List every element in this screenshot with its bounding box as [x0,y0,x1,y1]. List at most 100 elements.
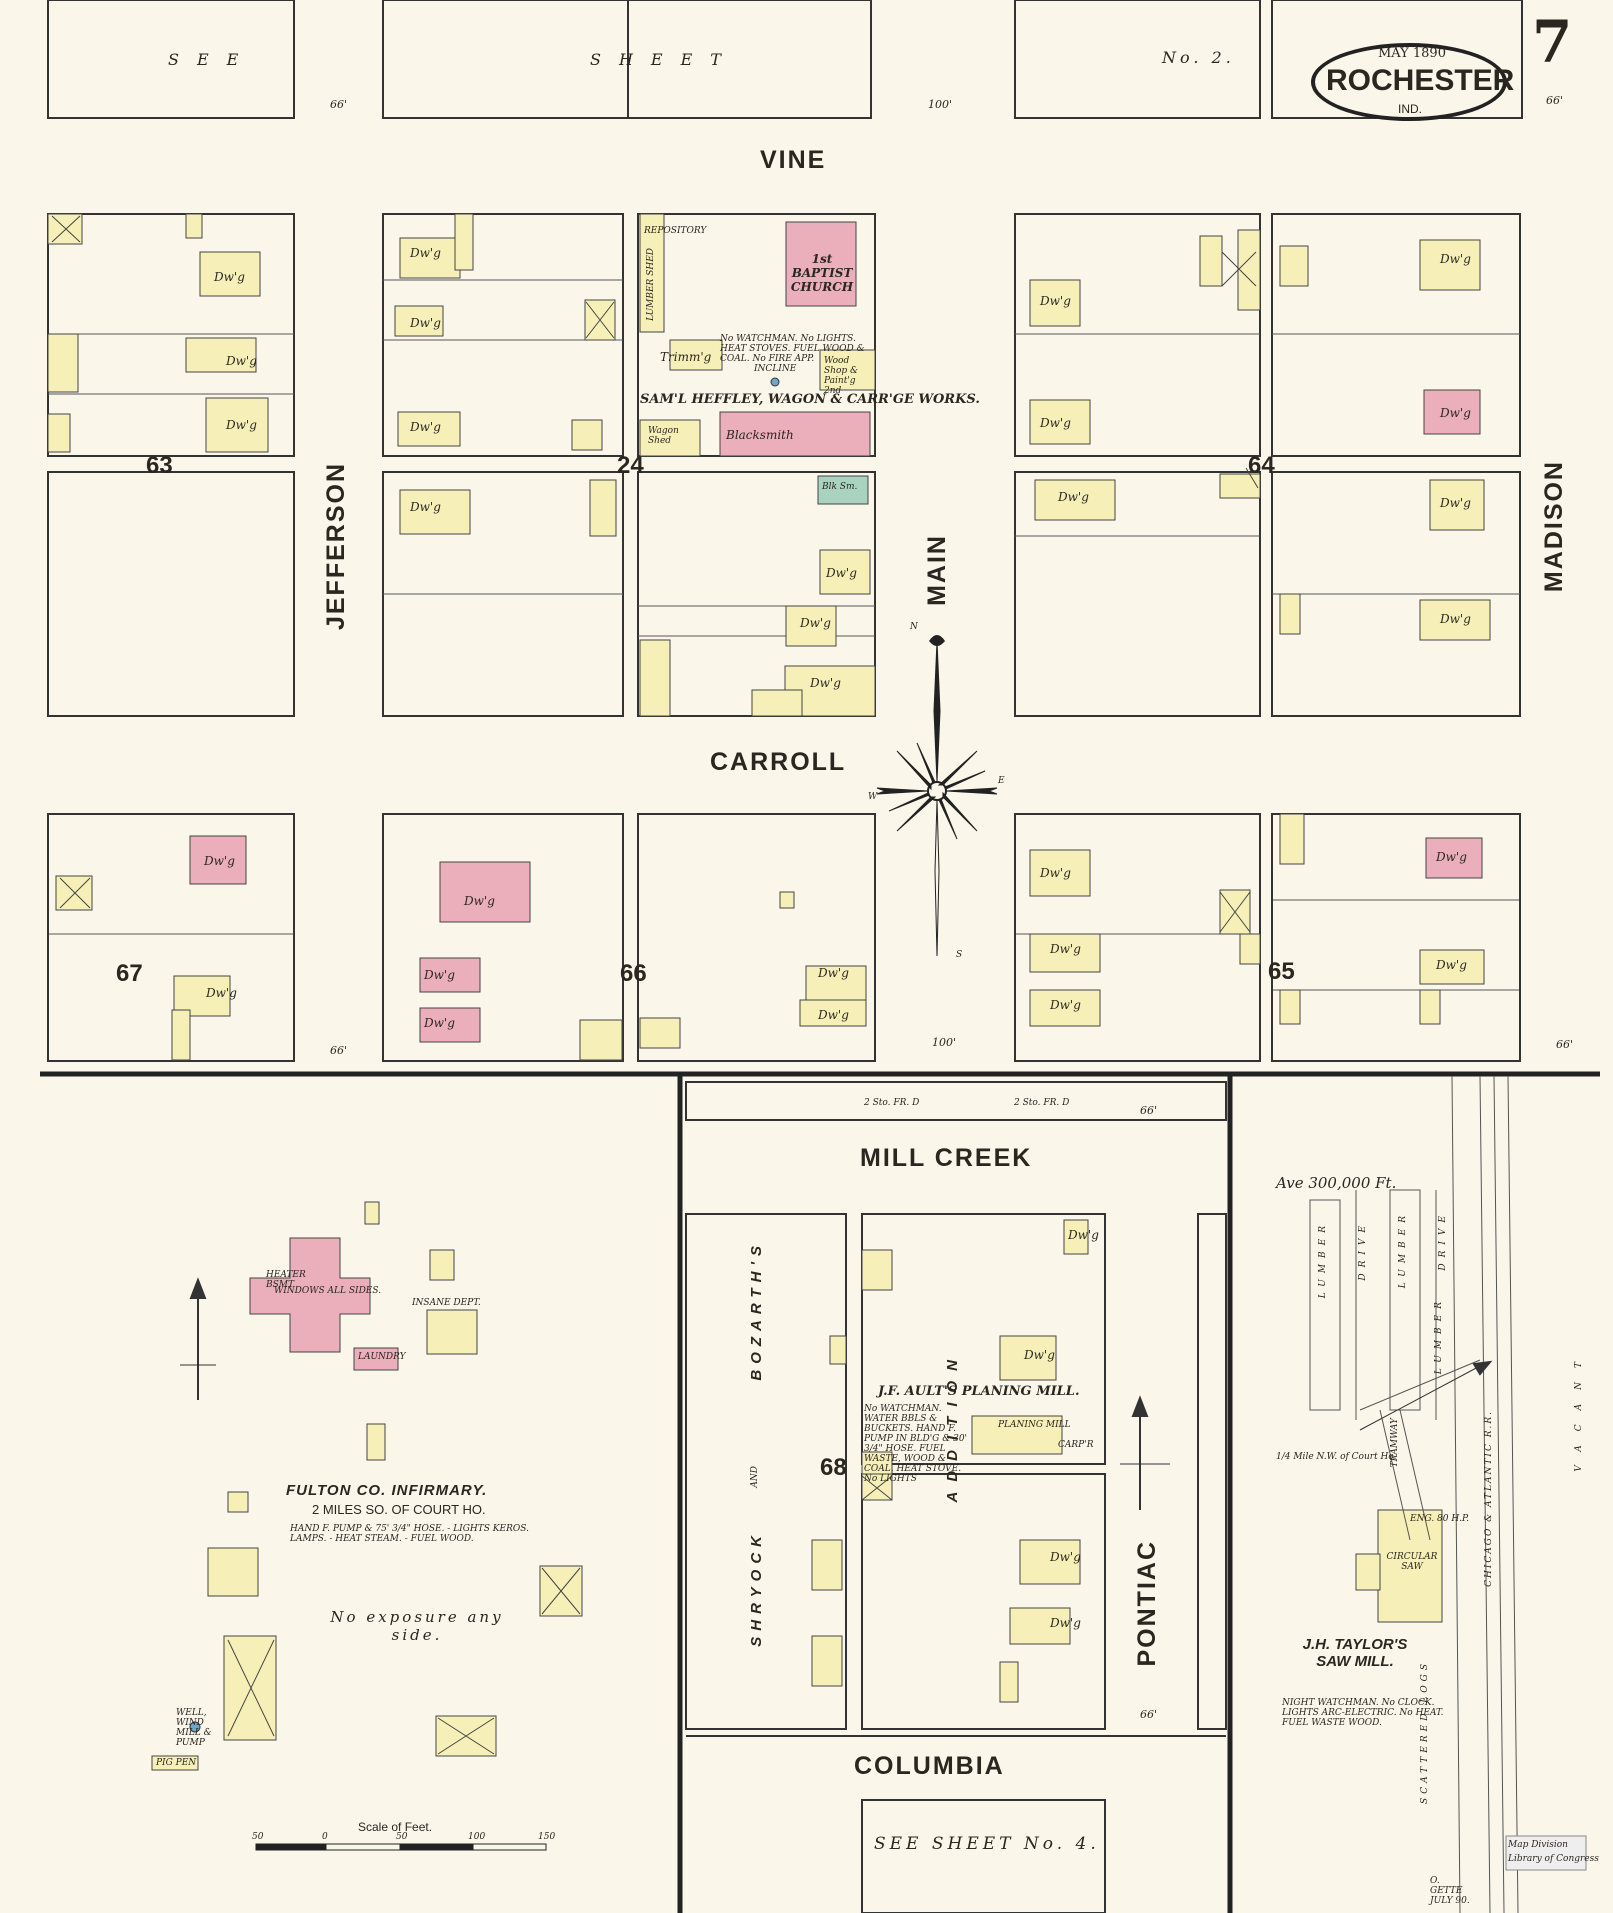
buildings-frame [47,213,1491,1771]
map-date: MAY 1890 [1378,46,1446,61]
taylor-mill-notes: NIGHT WATCHMAN. No CLOCK. LIGHTS ARC-ELE… [1282,1698,1444,1728]
ault-mill-label: J.F. AULT'S PLANING MILL. [878,1384,1080,1399]
drive-label-1: DRIVE [1358,1220,1368,1281]
church-label: 1st BAPTIST CHURCH [790,252,854,294]
dwg-label-8: Dw'g [826,566,857,580]
street-pontiac: PONTIAC [1133,1540,1161,1667]
wood-shop-label: Wood Shop & Paint'g 2nd [824,356,859,396]
width-66-se: 66' [1556,1038,1574,1051]
width-100-carroll: 100' [932,1036,957,1049]
dwg-label-21: Dw'g [424,968,455,982]
width-100-vine: 100' [928,98,953,111]
dwg-label-1: Dw'g [214,270,245,284]
width-66-millcreek: 66' [1140,1104,1158,1117]
see-sheet-bottom: SEE SHEET No. 4. [874,1834,1100,1854]
dwg-label-23: Dw'g [818,966,849,980]
dwg-label-31: Dw'g [1050,1550,1081,1564]
scale-bar [255,1843,547,1851]
dwg-label-15: Dw'g [1440,406,1471,420]
lumber-label-2: LUMBER [1398,1210,1408,1289]
block-66: 66 [620,960,647,987]
planing-mill-label: PLANING MILL [998,1420,1071,1430]
dwg-label-24: Dw'g [818,1008,849,1022]
drive-label-2: DRIVE [1438,1210,1448,1271]
dwg-label-29: Dw'g [1436,958,1467,972]
dwg-label-32: Dw'g [1050,1616,1081,1630]
scale-tick-100: 100 [468,1832,486,1842]
sheds [51,215,1259,1755]
taylor-mill-label: J.H. TAYLOR'S SAW MILL. [1302,1636,1408,1670]
stamp-line1: Map Division [1508,1840,1568,1850]
windows-label: WINDOWS ALL SIDES. [274,1286,382,1296]
infirmary-notes: HAND F. PUMP & 75' 3/4" HOSE. - LIGHTS K… [290,1524,529,1544]
circular-saw-label: CIRCULAR SAW [1386,1552,1438,1572]
engine-label: ENG. 80 H.P. [1410,1514,1470,1524]
block-67: 67 [116,960,143,987]
pig-pen-label: PIG PEN [156,1758,197,1768]
library-stamp-box [1505,1835,1587,1871]
sheet-label: SHEET [590,50,739,69]
dwg-label-30: Dw'g [1024,1348,1055,1362]
surveyor-label: O. GETTE JULY 90. [1430,1876,1470,1906]
inset-borders [40,1071,1600,1913]
dwg-label-13: Dw'g [1058,490,1089,504]
block-63: 63 [146,452,173,479]
railroad [1309,1075,1519,1913]
street-main: MAIN [923,534,951,606]
blocks-row1 [47,213,1521,717]
heffley-notes: No WATCHMAN. No LIGHTS. HEAT STOVES. FUE… [720,334,865,364]
sheet-no-label: No. 2. [1162,48,1235,67]
block-65: 65 [1268,958,1295,985]
street-mill-creek: MILL CREEK [860,1144,1033,1172]
laundry-label: LAUNDRY [358,1352,406,1362]
no-exposure-note: No exposure any side. [330,1608,504,1644]
incline-label: INCLINE [754,364,797,374]
street-madison: MADISON [1540,460,1568,593]
street-jefferson: JEFFERSON [322,462,350,631]
compass-w: W [868,792,878,802]
blacksmith-label: Blacksmith [726,428,794,442]
street-columbia: COLUMBIA [854,1752,1005,1780]
addition-shryock: SHRYOCK [748,1530,765,1647]
city-name: ROCHESTER [1326,64,1515,97]
ault-mill-notes: No WATCHMAN. WATER BBLS & BUCKETS. HAND … [864,1404,968,1484]
title-cartouche [1311,43,1507,121]
carpr-label: CARP'R [1058,1440,1094,1450]
wagon-shed-label: Wagon Shed [648,426,679,446]
lot-lines [48,279,1520,991]
stamp-line2: Library of Congress [1508,1854,1599,1864]
dwg-label-9: Dw'g [800,616,831,630]
dwg-label-7: Dw'g [410,500,441,514]
dwg-label-28: Dw'g [1436,850,1467,864]
railroad-label: CHICAGO & ATLANTIC R.R. [1484,1410,1494,1587]
block-24: 24 [617,452,644,479]
dwg-label-10: Dw'g [810,676,841,690]
dwg-label-11: Dw'g [1040,294,1071,308]
dwg-label-26: Dw'g [1050,942,1081,956]
state-name: IND. [1398,102,1422,116]
wells [189,377,780,1733]
dwg-label-25: Dw'g [1040,866,1071,880]
block-68: 68 [820,1454,847,1481]
story-frame-label-2: 2 Sto. FR. D [1014,1098,1070,1108]
lumber-label-3: LUMBER [1434,1296,1444,1375]
compass-s: S [956,950,963,960]
vacant-label: VACANT [1574,1348,1584,1472]
buildings-brick [189,221,1483,1371]
sheet-number: 7 [1532,8,1573,76]
trimming-label: Trimm'g [660,350,712,364]
dwg-label-3: Dw'g [226,418,257,432]
dwg-label-6: Dw'g [410,420,441,434]
block-64: 64 [1248,452,1275,479]
inset-blocks [685,1081,1227,1913]
addition-and: AND [750,1466,760,1488]
width-66-carroll: 66' [330,1044,348,1057]
tramway-label: TRAMWAY [1390,1418,1400,1468]
dwg-label-2: Dw'g [226,354,257,368]
scale-tick-50b: 50 [396,1832,408,1842]
insane-dept-label: INSANE DEPT. [412,1298,481,1308]
well-label: WELL, WIND MILL & PUMP [176,1708,212,1748]
dwg-label-27: Dw'g [1050,998,1081,1012]
dwg-label-18: Dw'g [204,854,235,868]
